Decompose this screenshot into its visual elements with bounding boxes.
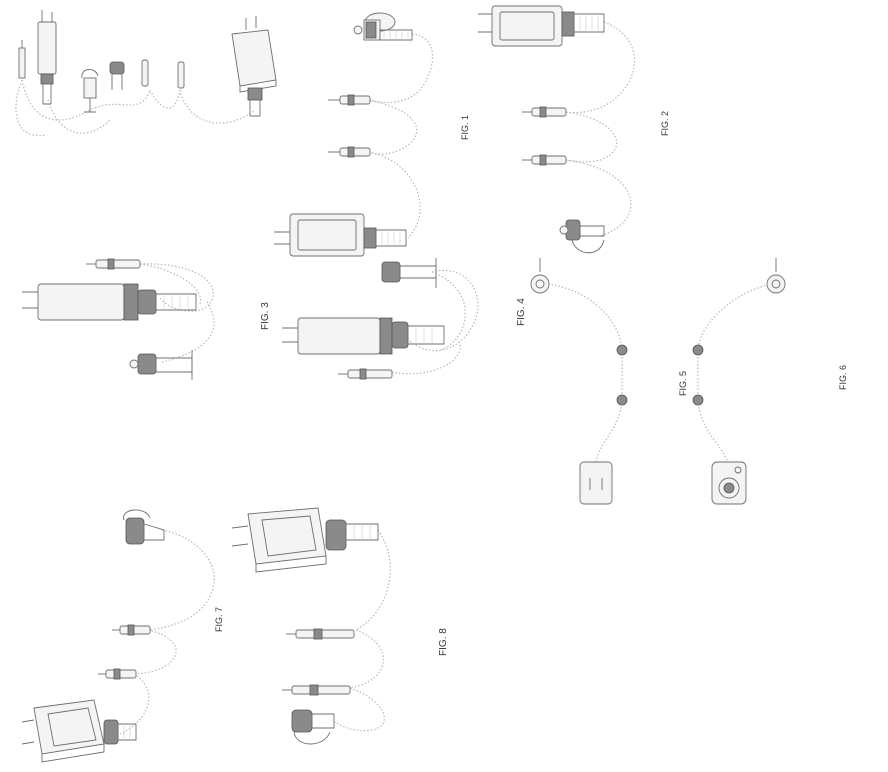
fig7-label: FIG. 7 xyxy=(214,607,224,632)
fig4-label: FIG. 4 xyxy=(516,298,527,326)
fig6-label: FIG. 6 xyxy=(838,365,848,390)
fig5-drawing xyxy=(530,258,628,505)
fig3-label: FIG. 3 xyxy=(260,302,271,330)
fig3-drawing xyxy=(22,258,215,380)
fig1-label: FIG. 1 xyxy=(460,115,470,140)
fig7-drawing xyxy=(21,509,215,763)
overview-assembly xyxy=(15,10,277,137)
fig2-label: FIG. 2 xyxy=(660,111,670,136)
fig5-label: FIG. 5 xyxy=(678,371,688,396)
fig8-drawing xyxy=(231,507,391,745)
fig1-drawing xyxy=(274,12,434,257)
fig2-drawing xyxy=(478,5,636,254)
fig8-label: FIG. 8 xyxy=(438,628,449,656)
fig4-drawing xyxy=(282,258,479,380)
fig6-drawing xyxy=(692,258,786,505)
